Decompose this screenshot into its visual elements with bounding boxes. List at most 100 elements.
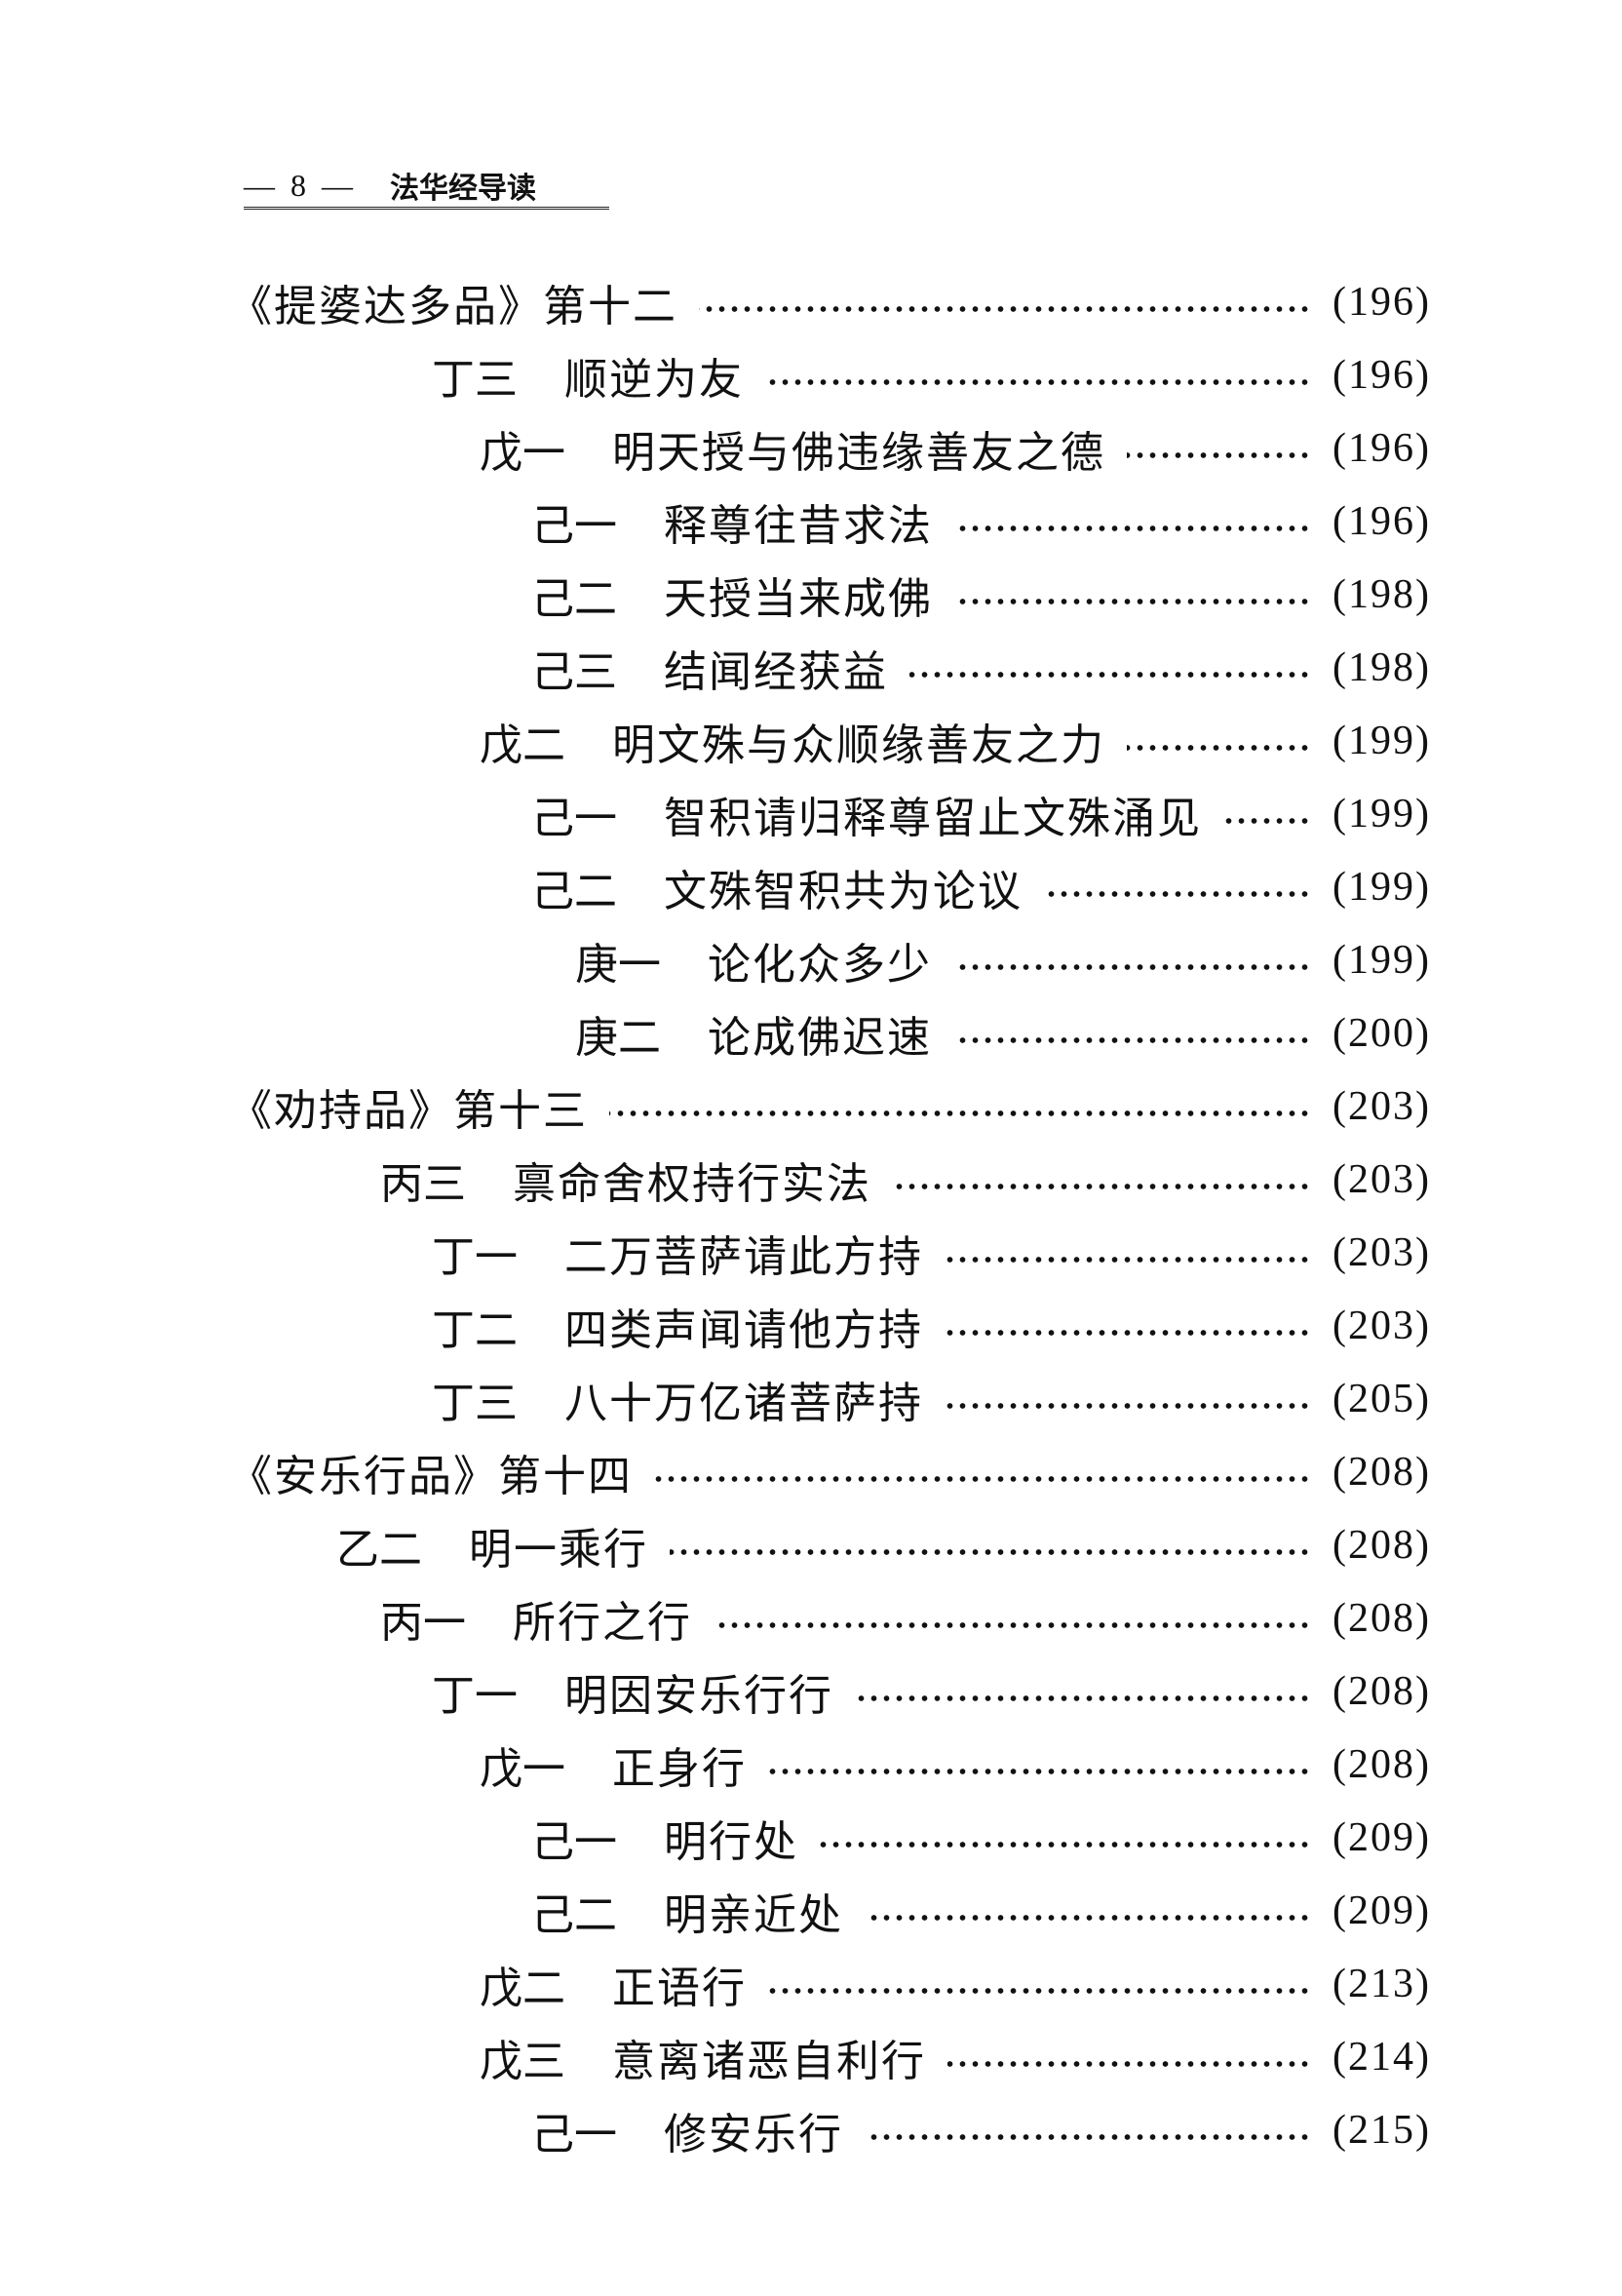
toc-entry[interactable]: 己一智积请归释尊留止文殊涌见(199)	[531, 777, 1431, 850]
toc-entry-title: 结闻经获益	[664, 646, 888, 697]
toc-entry-page: (203)	[1332, 1229, 1431, 1275]
dot-leader	[765, 377, 1312, 386]
toc-entry-page: (208)	[1332, 1522, 1431, 1568]
toc-entry-title: 《安乐行品》第十四	[229, 1451, 633, 1501]
dot-leader	[714, 1620, 1312, 1629]
toc-entry[interactable]: 戊一正身行(208)	[480, 1728, 1431, 1801]
toc-entry[interactable]: 丁一明因安乐行行 (208)	[432, 1654, 1431, 1728]
toc-entry[interactable]: 己一修安乐行 (215)	[531, 2093, 1431, 2166]
dot-leader	[768, 1986, 1312, 1995]
toc-entry-prefix: 己一	[531, 500, 617, 551]
toc-entry-title: 修安乐行	[664, 2109, 843, 2160]
toc-entry-prefix: 戊一	[480, 427, 565, 478]
dot-leader	[699, 304, 1312, 313]
toc-entry-page: (208)	[1332, 1668, 1431, 1714]
toc-entry-prefix: 丁一	[432, 1670, 518, 1721]
toc-entry-page: (198)	[1332, 571, 1431, 617]
toc-entry[interactable]: 《提婆达多品》第十二 (196)	[229, 265, 1431, 338]
toc-entry-page: (205)	[1332, 1376, 1431, 1421]
dot-leader	[1044, 889, 1312, 898]
dot-leader	[654, 1474, 1312, 1483]
toc-entry[interactable]: 己二明亲近处(209)	[531, 1874, 1431, 1947]
dot-leader	[855, 1693, 1312, 1702]
toc-entry[interactable]: 戊一明天授与佛违缘善友之德(196)	[480, 411, 1431, 485]
toc-entry-title: 禀命舍权持行实法	[513, 1158, 871, 1209]
dot-leader	[954, 597, 1312, 605]
dot-leader	[893, 1182, 1312, 1190]
toc-entry-page: (214)	[1332, 2034, 1431, 2080]
toc-entry-prefix: 己一	[531, 793, 617, 843]
toc-entry[interactable]: 己二天授当来成佛(198)	[531, 558, 1431, 631]
toc-entry-page: (198)	[1332, 644, 1431, 690]
toc-entry-title: 《提婆达多品》第十二	[229, 281, 677, 331]
toc-entry-title: 顺逆为友	[564, 354, 744, 405]
toc-entry-page: (199)	[1332, 937, 1431, 983]
book-title: 法华经导读	[390, 172, 536, 206]
toc-entry-title: 正身行	[612, 1743, 747, 1794]
toc-entry[interactable]: 《劝持品》第十三(203)	[229, 1070, 1431, 1143]
toc-entry[interactable]: 乙二明一乘行(208)	[336, 1508, 1431, 1581]
toc-entry[interactable]: 己一释尊往昔求法 (196)	[531, 485, 1431, 558]
toc-entry-prefix: 己一	[531, 1816, 617, 1867]
toc-entry-title: 明因安乐行行	[564, 1670, 833, 1721]
toc-entry-prefix: 丙三	[380, 1158, 466, 1209]
toc-entry-prefix: 戊一	[480, 1743, 565, 1794]
toc-entry-title: 明行处	[664, 1816, 798, 1867]
toc-entry-title: 所行之行	[513, 1597, 692, 1648]
toc-entry-page: (203)	[1332, 1156, 1431, 1202]
toc-entry-title: 意离诸恶自利行	[612, 2036, 926, 2086]
toc-entry-page: (196)	[1332, 352, 1431, 398]
toc-entry[interactable]: 庚二论成佛迟速(200)	[575, 996, 1431, 1070]
toc-entry-title: 明天授与佛违缘善友之德	[612, 427, 1105, 478]
toc-entry[interactable]: 戊二正语行(213)	[480, 1947, 1431, 2020]
page-number: — 8 —	[244, 167, 357, 203]
dot-leader	[945, 1255, 1312, 1264]
toc-entry[interactable]: 丁一二万菩萨请此方持(203)	[432, 1216, 1431, 1289]
toc-entry-title: 明文殊与众顺缘善友之力	[612, 720, 1105, 770]
toc-entry-page: (213)	[1332, 1961, 1431, 2006]
toc-entry-page: (215)	[1332, 2107, 1431, 2153]
toc-entry-page: (209)	[1332, 1814, 1431, 1860]
dot-leader	[1127, 743, 1312, 752]
toc-entry-title: 释尊往昔求法	[664, 500, 933, 551]
toc-entry-title: 论化众多少	[708, 939, 932, 990]
toc-entry[interactable]: 己一明行处 (209)	[531, 1801, 1431, 1874]
toc-entry-title: 八十万亿诸菩萨持	[564, 1378, 923, 1428]
dot-leader	[954, 524, 1312, 532]
toc-entry[interactable]: 丙一所行之行(208)	[380, 1581, 1431, 1654]
toc-entry-prefix: 庚一	[575, 939, 661, 990]
toc-entry-page: (199)	[1332, 864, 1431, 910]
dot-leader	[1127, 450, 1312, 459]
toc-entry-page: (208)	[1332, 1449, 1431, 1495]
dot-leader	[865, 2132, 1312, 2141]
dot-leader	[768, 1767, 1312, 1775]
toc-entry[interactable]: 戊三意离诸恶自利行 (214)	[480, 2020, 1431, 2093]
toc-entry[interactable]: 戊二明文殊与众顺缘善友之力(199)	[480, 704, 1431, 777]
toc-entry-prefix: 戊三	[480, 2036, 565, 2086]
dot-leader	[953, 962, 1312, 971]
toc-entry-page: (209)	[1332, 1887, 1431, 1933]
toc-entry-prefix: 己一	[531, 2109, 617, 2160]
toc-entry[interactable]: 丙三禀命舍权持行实法 (203)	[380, 1143, 1431, 1216]
toc-entry-title: 论成佛迟速	[708, 1012, 932, 1063]
toc-entry-page: (196)	[1332, 279, 1431, 325]
dot-leader	[1223, 816, 1312, 825]
dot-leader	[670, 1547, 1312, 1556]
toc-entry[interactable]: 丁三八十万亿诸菩萨持(205)	[432, 1362, 1431, 1435]
toc-entry[interactable]: 丁三顺逆为友(196)	[432, 338, 1431, 411]
toc-entry[interactable]: 丁二四类声闻请他方持(203)	[432, 1289, 1431, 1362]
toc-entry-title: 天授当来成佛	[664, 573, 933, 624]
toc-entry-page: (208)	[1332, 1595, 1431, 1641]
toc-entry-prefix: 己二	[531, 1889, 617, 1940]
toc-entry[interactable]: 庚一论化众多少 (199)	[575, 923, 1431, 996]
dot-leader	[945, 1401, 1312, 1410]
dot-leader	[820, 1840, 1312, 1848]
toc-entry-page: (196)	[1332, 498, 1431, 544]
toc-entry-page: (203)	[1332, 1303, 1431, 1348]
toc-entry-prefix: 戊二	[480, 720, 565, 770]
toc-entry-prefix: 丁二	[432, 1304, 518, 1355]
toc-entry[interactable]: 《安乐行品》第十四 (208)	[229, 1435, 1431, 1508]
dot-leader	[909, 670, 1312, 679]
toc-entry[interactable]: 己三结闻经获益(198)	[531, 631, 1431, 704]
toc-entry[interactable]: 己二文殊智积共为论议(199)	[531, 850, 1431, 923]
